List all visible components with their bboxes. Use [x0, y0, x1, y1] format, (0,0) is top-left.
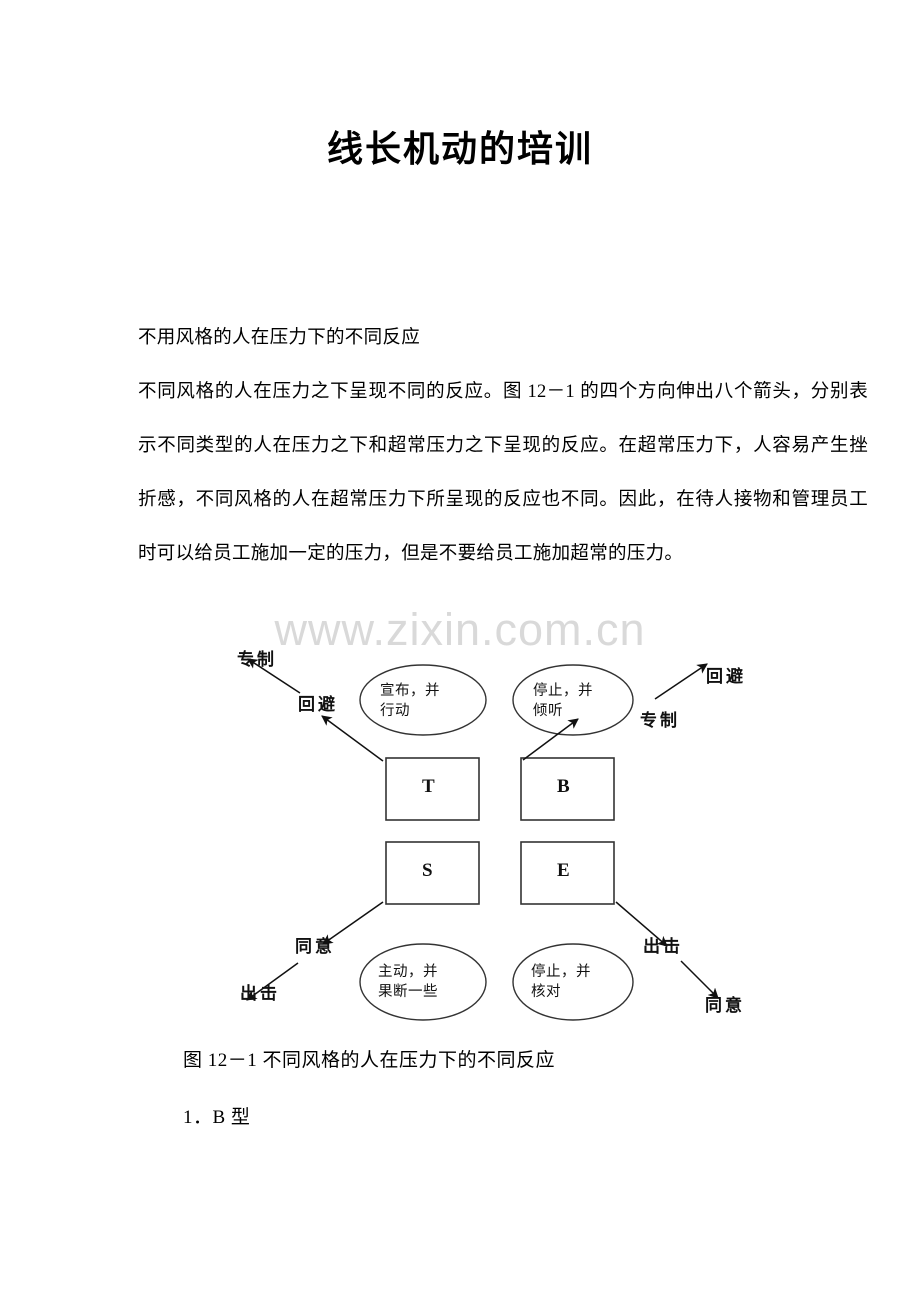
- intro-line: 不用风格的人在压力下的不同反应: [138, 328, 421, 348]
- node-letter-B: B: [557, 776, 570, 797]
- figure-12-1-diagram: T B S E 宣布，并 行动 停止，并 倾听 主动，并 果断一些 停止，并 核…: [215, 636, 795, 1036]
- node-box-S: [385, 841, 480, 905]
- bubble-bottom-left-text: 主动，并 果断一些: [378, 964, 438, 1000]
- arrow-label-top-right-inner: 专制: [640, 711, 680, 731]
- node-letter-S: S: [422, 860, 433, 881]
- bubble-bottom-right-shape: [512, 943, 634, 1021]
- arrow-top-right-outer: [654, 663, 708, 700]
- bubble-top-left-shape: [359, 664, 487, 736]
- arrow-bottom-right-outer: [680, 960, 719, 999]
- arrow-label-bottom-right-outer: 同意: [705, 996, 745, 1016]
- node-box-T: [385, 757, 480, 821]
- arrow-label-top-left-inner: 回避: [298, 695, 338, 715]
- node-box-B: [520, 757, 615, 821]
- diagram-canvas: [246, 658, 719, 1021]
- page-title: 线长机动的培训: [326, 129, 593, 169]
- body-paragraph: 不同风格的人在压力之下呈现不同的反应。图 12－1 的四个方向伸出八个箭头，分别…: [138, 382, 868, 564]
- node-box-E: [520, 841, 615, 905]
- node-letter-T: T: [422, 776, 435, 797]
- arrow-top-left-outer: [247, 658, 301, 694]
- bubble-bottom-left-shape: [359, 943, 487, 1021]
- bubble-top-right-shape: [512, 664, 634, 736]
- bubble-bottom-right-text: 停止，并 核对: [531, 964, 591, 1000]
- bubble-top-left-text: 宣布，并 行动: [380, 683, 440, 719]
- arrow-bottom-right-inner: [615, 901, 668, 947]
- arrow-top-left-inner: [321, 715, 384, 762]
- arrow-top-right-inner: [522, 718, 579, 761]
- arrow-label-bottom-right-inner: 出击: [643, 937, 683, 957]
- arrow-label-top-left-outer: 专制: [237, 650, 277, 670]
- arrow-label-bottom-left-outer: 出击: [240, 984, 280, 1004]
- arrow-bottom-left-inner: [322, 901, 384, 945]
- arrow-label-top-right-outer: 回避: [706, 667, 746, 687]
- bubble-top-right-text: 停止，并 倾听: [533, 683, 593, 719]
- node-letter-E: E: [557, 860, 570, 881]
- figure-caption: 图 12－1 不同风格的人在压力下的不同反应: [183, 1050, 556, 1071]
- section-list-item: 1．B 型: [183, 1107, 251, 1128]
- arrow-bottom-left-outer: [246, 962, 299, 1001]
- arrow-label-bottom-left-inner: 同意: [295, 937, 335, 957]
